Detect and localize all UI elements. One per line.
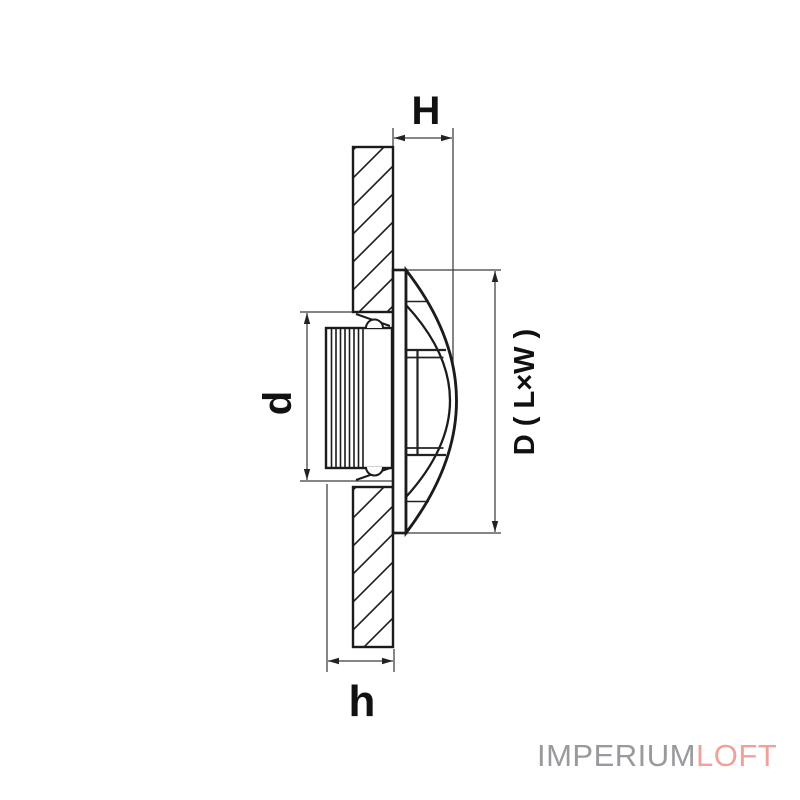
spring-clip-bottom [355,466,391,481]
hatch-lines-upper [353,147,393,312]
arrowhead [303,313,311,324]
watermark-logo: IMPERIUMLOFT [537,738,777,773]
glass-dome [404,265,458,538]
arrowhead [328,657,339,665]
dimension-label-h: h [349,677,376,726]
arrowhead [491,521,499,532]
arrowhead [394,134,405,142]
dimension-label-D: D ( L×W ) [509,329,541,455]
dimension-H: H [392,89,454,392]
hatch-lines-lower [353,487,393,647]
logo-text-primary: IMPERIUM [537,738,696,773]
flange-plate [391,268,408,535]
dimension-D: D ( L×W ) [406,269,541,534]
arrowhead [441,134,452,142]
arrowhead [491,271,499,282]
arrowhead [382,657,393,665]
logo-text-accent: LOFT [696,738,777,773]
lamp-module-lines [406,300,446,503]
dimension-d: d [256,311,392,482]
wall-section-lower [351,485,395,649]
heatsink-fins [330,329,364,467]
spring-clip-top [355,313,391,329]
dimension-h: h [326,484,395,726]
arrowhead [303,469,311,480]
fixture-body [324,326,394,470]
wall-section-upper [351,145,395,314]
dimension-label-H: H [412,89,441,133]
dome-inner-arc [405,304,452,498]
dimension-label-d: d [256,391,300,415]
